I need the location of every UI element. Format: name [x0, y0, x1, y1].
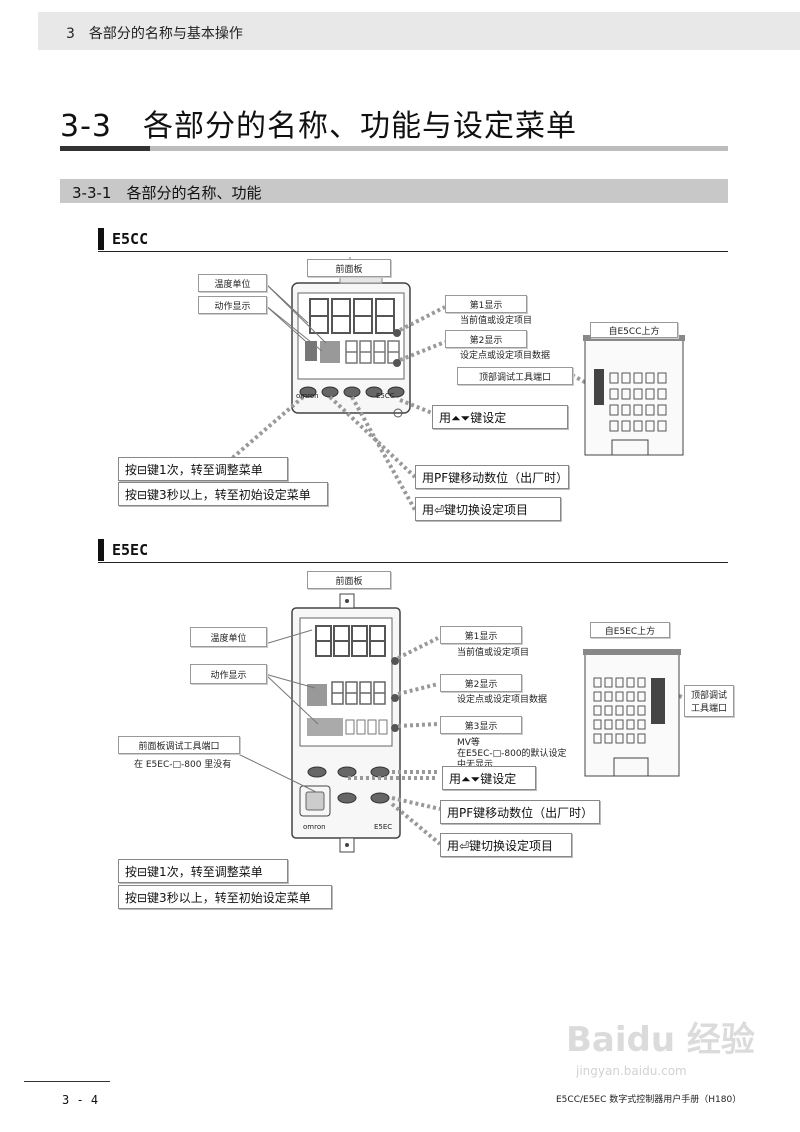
e5ec-display1-label: 第1显示	[440, 626, 522, 644]
section-heading-bar	[60, 179, 728, 203]
e5cc-display2-note: 设定点或设定项目数据	[460, 351, 551, 361]
e5cc-operation-indicator-label: 动作显示	[198, 296, 267, 314]
e5ec-top-tool-port-line1: 顶部调试	[690, 691, 727, 701]
e5cc-heading-marker	[98, 228, 104, 250]
e5ec-diagram	[231, 580, 685, 853]
e5ec-level-key-3s-callout: 按⊟键3秒以上，转至初始设定菜单	[118, 885, 332, 909]
e5cc-shift-key-callout: 用PF键移动数位（出厂时）	[415, 465, 569, 489]
e5ec-shift-key-callout: 用PF键移动数位（出厂时）	[440, 800, 600, 824]
e5cc-up-down-key-callout: 用⏶⏷键设定	[432, 405, 568, 429]
e5ec-top-tool-port-line2: 工具端口	[690, 704, 727, 714]
e5ec-front-tool-port-label: 前面板调试工具端口	[118, 736, 240, 754]
e5ec-model-label: E5EC	[374, 823, 393, 831]
e5ec-display2-label: 第2显示	[440, 674, 522, 692]
e5cc-model-label: E5CC	[376, 392, 395, 400]
e5cc-temp-unit-label: 温度单位	[198, 274, 267, 292]
e5ec-up-down-key-callout: 用⏶⏷键设定	[442, 766, 536, 790]
e5ec-mode-key-callout: 用⏎键切换设定项目	[440, 833, 572, 857]
e5cc-level-key-once-callout: 按⊟键1次，转至调整菜单	[118, 457, 288, 481]
e5ec-top-tool-port-label: 顶部调试 工具端口	[684, 685, 734, 717]
e5ec-display3-note-line1: MV等	[457, 738, 480, 748]
e5ec-display3-label: 第3显示	[440, 716, 522, 734]
e5ec-temp-unit-label: 温度单位	[190, 627, 267, 647]
page-title: 3-3 各部分的名称、功能与设定菜单	[60, 109, 577, 144]
e5ec-heading-marker	[98, 539, 104, 561]
manual-title: E5CC/E5EC 数字式控制器用户手册（H180）	[556, 1095, 742, 1105]
e5cc-diagram	[228, 257, 685, 511]
title-underline-light	[150, 146, 728, 151]
title-underline-dark	[60, 146, 150, 151]
baidu-watermark-url: jingyan.baidu.com	[576, 1064, 687, 1078]
e5cc-front-panel-label: 前面板	[307, 259, 391, 277]
e5cc-display1-label: 第1显示	[445, 295, 527, 313]
chapter-header-bar	[38, 12, 800, 50]
e5ec-top-view-label: 自E5EC上方	[590, 622, 670, 638]
e5ec-level-key-once-callout: 按⊟键1次，转至调整菜单	[118, 859, 288, 883]
e5ec-brand-logo: omron	[303, 823, 326, 831]
e5ec-front-panel-label: 前面板	[307, 571, 391, 589]
e5cc-brand-logo: omron	[296, 392, 319, 400]
e5ec-display2-note: 设定点或设定项目数据	[457, 695, 548, 705]
e5cc-heading-rule	[98, 251, 728, 252]
e5ec-operation-indicator-label: 动作显示	[190, 664, 267, 684]
e5cc-level-key-3s-callout: 按⊟键3秒以上，转至初始设定菜单	[118, 482, 328, 506]
section-heading: 3-3-1 各部分的名称、功能	[72, 184, 262, 202]
e5ec-heading: E5EC	[112, 541, 149, 559]
e5ec-display1-note: 当前值或设定项目	[457, 648, 530, 658]
e5ec-display3-note-line2: 在E5EC-□-800的默认设定	[457, 749, 567, 759]
baidu-watermark: Baidu 经验	[566, 1020, 755, 1060]
e5ec-heading-rule	[98, 562, 728, 563]
e5cc-top-view-label: 自E5CC上方	[590, 322, 678, 338]
e5ec-front-tool-port-note: 在 E5EC-□-800 里没有	[134, 760, 232, 770]
e5ec-display3-note-line3: 中无显示	[457, 760, 494, 770]
e5cc-heading: E5CC	[112, 230, 149, 248]
chapter-header-label: 3 各部分的名称与基本操作	[66, 26, 243, 42]
e5cc-display1-note: 当前值或设定项目	[460, 316, 533, 326]
footer-rule	[24, 1081, 110, 1082]
page-number: 3 - 4	[62, 1093, 99, 1107]
e5cc-mode-key-callout: 用⏎键切换设定项目	[415, 497, 561, 521]
e5cc-display2-label: 第2显示	[445, 330, 527, 348]
e5cc-top-tool-port-label: 顶部调试工具端口	[457, 367, 573, 385]
